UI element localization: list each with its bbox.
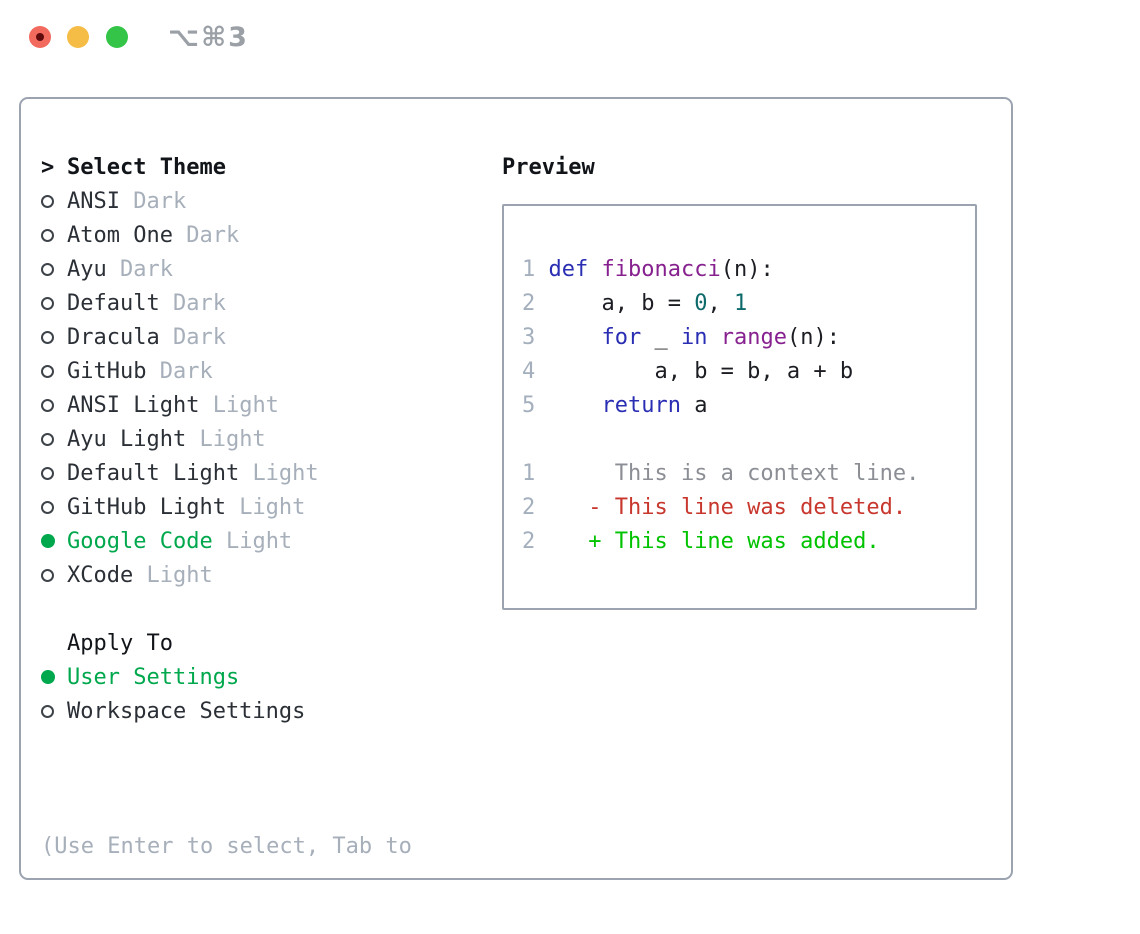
- radio-icon: [41, 364, 67, 378]
- radio-icon: [41, 568, 67, 582]
- radio-icon: [41, 194, 67, 208]
- code-line: 2 a, b = 0, 1: [522, 291, 748, 316]
- apply-option-workspace-settings[interactable]: Workspace Settings: [41, 694, 412, 728]
- code-line: 5 return a: [522, 393, 708, 418]
- theme-name: ANSI Light: [67, 392, 213, 418]
- theme-name: Dracula: [67, 324, 173, 350]
- radio-icon: [41, 398, 67, 412]
- theme-name: Default Light: [67, 460, 253, 486]
- code-line: 1 def fibonacci(n):: [522, 257, 774, 282]
- theme-name: Google Code: [67, 528, 226, 554]
- theme-option-ansi[interactable]: ANSI Dark: [41, 184, 412, 218]
- theme-name: Ayu Light: [67, 426, 200, 452]
- help-text: (Use Enter to select, Tab to change focu…: [41, 762, 412, 934]
- theme-option-ayu-light[interactable]: Ayu Light Light: [41, 422, 412, 456]
- radio-icon: [41, 228, 67, 242]
- theme-variant: Light: [225, 528, 293, 554]
- radio-selected-icon: [41, 670, 67, 684]
- apply-option-user-settings[interactable]: User Settings: [41, 660, 412, 694]
- theme-option-atom-one[interactable]: Atom One Dark: [41, 218, 412, 252]
- radio-icon: [41, 704, 67, 718]
- apply-option-label: Workspace Settings: [67, 698, 306, 724]
- theme-option-ansi-light[interactable]: ANSI Light Light: [41, 388, 412, 422]
- theme-variant: Dark: [119, 256, 173, 282]
- titlebar: ⌥⌘3: [0, 0, 1140, 74]
- zoom-button[interactable]: [106, 26, 128, 48]
- diff-preview: 1 This is a context line. 2 - This line w…: [522, 457, 975, 559]
- unsaved-dot-icon: [36, 33, 44, 41]
- theme-variant: Dark: [172, 324, 226, 350]
- theme-name: GitHub Light: [67, 494, 240, 520]
- close-button[interactable]: [29, 26, 51, 48]
- theme-option-dracula[interactable]: Dracula Dark: [41, 320, 412, 354]
- theme-variant: Dark: [172, 290, 226, 316]
- theme-option-ayu[interactable]: Ayu Dark: [41, 252, 412, 286]
- theme-variant: Dark: [159, 358, 213, 384]
- theme-variant: Light: [239, 494, 306, 520]
- preview-spacer: [522, 423, 975, 457]
- theme-name: Atom One: [67, 222, 187, 248]
- theme-name: GitHub: [67, 358, 160, 384]
- theme-variant: Dark: [133, 188, 187, 214]
- theme-name: XCode: [67, 562, 147, 588]
- select-theme-header: Select Theme: [67, 154, 226, 180]
- theme-option-default[interactable]: Default Dark: [41, 286, 412, 320]
- theme-option-default-light[interactable]: Default Light Light: [41, 456, 412, 490]
- help-line-1: (Use Enter to select, Tab to: [41, 834, 412, 859]
- apply-to-header-row: Apply To: [41, 626, 412, 660]
- radio-icon: [41, 296, 67, 310]
- select-theme-header-row: > Select Theme: [41, 150, 412, 184]
- theme-name: Default: [67, 290, 173, 316]
- prompt-icon: >: [41, 154, 55, 180]
- radio-icon: [41, 466, 67, 480]
- radio-selected-icon: [41, 534, 67, 548]
- preview-box: 1 def fibonacci(n): 2 a, b = 0, 1 3 for _ …: [502, 204, 977, 610]
- theme-variant: Light: [212, 392, 279, 418]
- radio-icon: [41, 262, 67, 276]
- diff-line: 1 This is a context line.: [522, 461, 920, 486]
- minimize-button[interactable]: [67, 26, 89, 48]
- diff-line: 2 + This line was added.: [522, 529, 880, 554]
- theme-option-github[interactable]: GitHub Dark: [41, 354, 412, 388]
- code-preview: 1 def fibonacci(n): 2 a, b = 0, 1 3 for _ …: [522, 253, 975, 423]
- apply-to-header: Apply To: [67, 630, 173, 656]
- theme-name: Ayu: [67, 256, 120, 282]
- theme-variant: Light: [199, 426, 266, 452]
- theme-name: ANSI: [67, 188, 134, 214]
- code-line: 3 for _ in range(n):: [522, 325, 840, 350]
- radio-icon: [41, 500, 67, 514]
- radio-icon: [41, 432, 67, 446]
- theme-option-google-code[interactable]: Google Code Light: [41, 524, 412, 558]
- preview-column: Preview 1 def fibonacci(n): 2 a, b = 0, 1…: [502, 150, 977, 610]
- diff-line: 2 - This line was deleted.: [522, 495, 907, 520]
- theme-option-xcode[interactable]: XCode Light: [41, 558, 412, 592]
- window-title: ⌥⌘3: [168, 22, 249, 53]
- theme-variant: Light: [252, 460, 319, 486]
- theme-variant: Dark: [186, 222, 240, 248]
- theme-option-github-light[interactable]: GitHub Light Light: [41, 490, 412, 524]
- theme-variant: Light: [146, 562, 213, 588]
- preview-header: Preview: [502, 154, 595, 180]
- preview-header-row: Preview: [502, 150, 977, 184]
- apply-option-label: User Settings: [67, 664, 240, 690]
- radio-icon: [41, 330, 67, 344]
- code-line: 4 a, b = b, a + b: [522, 359, 854, 384]
